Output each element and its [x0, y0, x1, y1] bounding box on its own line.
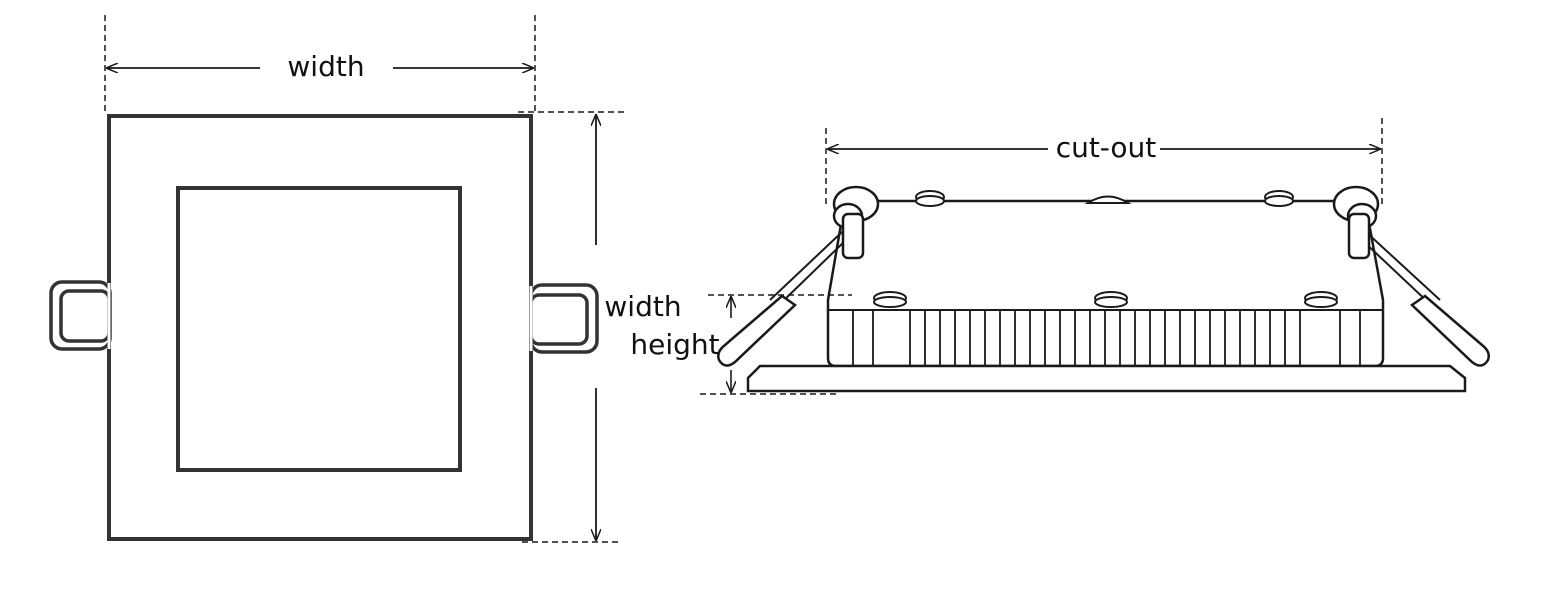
front-width-label: width: [287, 50, 364, 83]
top-screws: [915, 190, 1294, 207]
front-screws: [873, 291, 1338, 308]
left-spring-assembly: [717, 185, 880, 367]
cutout-label: cut-out: [1056, 131, 1157, 164]
panel-inner-light-area: [176, 186, 462, 472]
left-spring-clip: [49, 280, 112, 351]
side-view: cut-out: [630, 118, 1490, 395]
right-spring-clip: [529, 283, 599, 354]
front-height-label: width: [604, 290, 681, 323]
side-height-label: height: [630, 328, 719, 361]
right-spring-assembly: [1332, 185, 1490, 367]
trim-flange: [746, 364, 1467, 393]
front-view: width width: [49, 15, 682, 543]
heat-sink-fins: [852, 310, 1361, 366]
